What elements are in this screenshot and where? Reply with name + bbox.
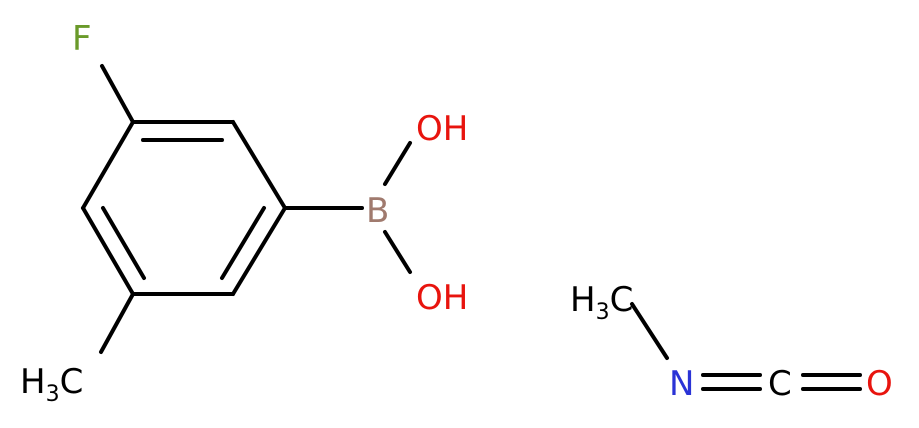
oxygen-atom-label: O [866,364,893,404]
ring-bond [231,206,287,296]
hydroxyl-top-label: OH [416,109,468,149]
methyl-label: H3C [20,362,83,407]
c-ch3-bond [99,292,135,354]
methyl-c: C [60,362,84,402]
ring-double-bond [101,206,146,280]
aryl-boronic-acid-molecule: F B OH OH H3C [20,19,468,407]
methyl-2-h: H [570,280,596,320]
carbon-atom-label: C [768,364,792,404]
methyl-2-c: C [610,280,634,320]
ring-double-bond [220,206,266,280]
methyl-2-subscript: 3 [596,300,610,325]
methyl-subscript: 3 [46,382,60,407]
ring-bond [81,206,135,296]
fluorine-atom-label: F [72,19,92,59]
c-f-bond [100,64,135,124]
methyl-h: H [20,362,46,402]
methyl-isocyanate-molecule: H3C N C O [570,280,893,404]
ch3-n-bond [630,302,669,360]
boron-atom-label: B [366,191,389,231]
methyl-2-label: H3C [570,280,633,325]
ring-bond [231,120,287,210]
b-o-top-bond [383,141,412,186]
nitrogen-atom-label: N [669,364,694,404]
b-o-bottom-bond [383,230,412,274]
ring-bond [81,120,135,210]
hydroxyl-bottom-label: OH [416,278,468,318]
